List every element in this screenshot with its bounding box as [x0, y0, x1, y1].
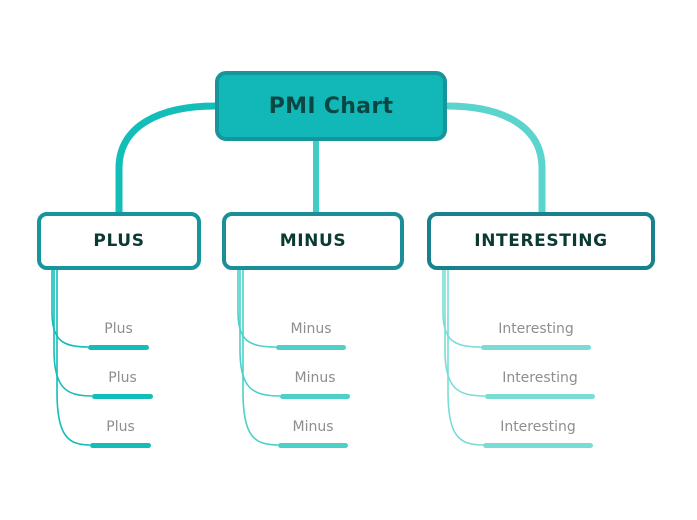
leaf-item[interactable]: Minus — [278, 418, 348, 448]
leaf-underline — [278, 443, 348, 448]
leaf-item[interactable]: Plus — [92, 369, 153, 399]
leaf-item[interactable]: Interesting — [485, 369, 595, 399]
edge-interesting-leaf-2 — [444, 270, 486, 397]
leaf-label: Minus — [294, 370, 336, 386]
leaf-item[interactable]: Interesting — [483, 418, 593, 448]
leaf-label: Plus — [104, 321, 133, 337]
edge-plus-leaf-2 — [53, 270, 93, 397]
leaf-item[interactable]: Minus — [276, 320, 346, 350]
leaf-underline — [276, 345, 346, 350]
branch-node-plus-label: PLUS — [93, 231, 145, 251]
root-node-label: PMI Chart — [268, 93, 394, 119]
leaf-label: Minus — [292, 419, 334, 435]
leaf-label: Interesting — [502, 370, 578, 386]
edge-interesting-leaf-1 — [442, 270, 482, 348]
edge-interesting-leaf-3 — [447, 270, 484, 446]
leaf-label: Interesting — [500, 419, 576, 435]
edge-minus-leaf-1 — [237, 270, 277, 348]
branch-node-interesting[interactable]: INTERESTING — [427, 212, 655, 270]
edge-minus-leaf-3 — [242, 270, 279, 446]
leaf-label: Minus — [290, 321, 332, 337]
leaf-label: Plus — [106, 419, 135, 435]
branch-node-interesting-label: INTERESTING — [474, 231, 608, 251]
leaf-underline — [88, 345, 149, 350]
leaf-underline — [92, 394, 153, 399]
edge-root-to-plus — [115, 102, 219, 216]
edge-plus-leaf-3 — [56, 270, 91, 446]
leaf-underline — [483, 443, 593, 448]
leaf-underline — [481, 345, 591, 350]
leaf-item[interactable]: Interesting — [481, 320, 591, 350]
branch-node-plus[interactable]: PLUS — [37, 212, 201, 270]
branch-node-minus-label: MINUS — [279, 231, 347, 251]
edge-plus-leaf-1 — [51, 270, 89, 348]
leaf-item[interactable]: Plus — [90, 418, 151, 448]
root-node[interactable]: PMI Chart — [215, 71, 447, 141]
edge-root-to-interesting — [443, 102, 546, 216]
edge-minus-leaf-2 — [239, 270, 281, 397]
leaf-label: Plus — [108, 370, 137, 386]
leaf-item[interactable]: Minus — [280, 369, 350, 399]
leaf-underline — [280, 394, 350, 399]
leaf-label: Interesting — [498, 321, 574, 337]
branch-node-minus[interactable]: MINUS — [222, 212, 404, 270]
leaf-underline — [90, 443, 151, 448]
leaf-item[interactable]: Plus — [88, 320, 149, 350]
leaf-underline — [485, 394, 595, 399]
